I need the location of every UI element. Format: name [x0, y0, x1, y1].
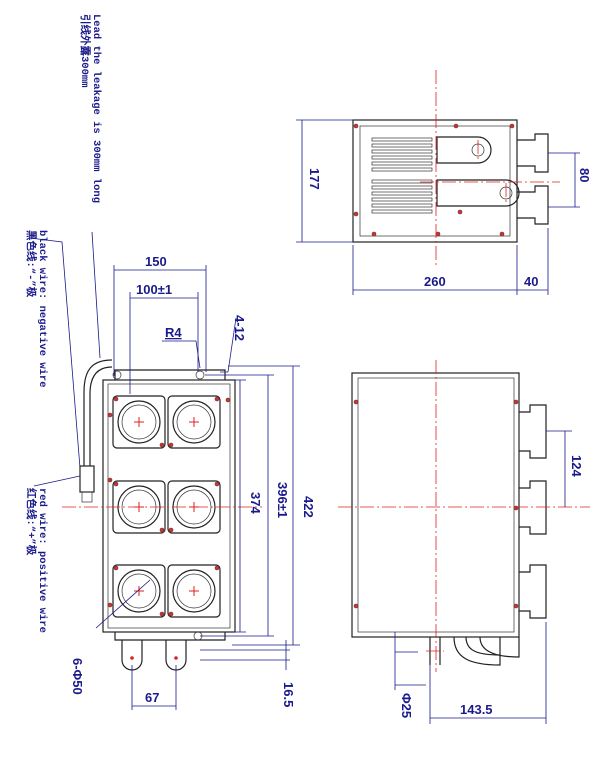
- port: [167, 564, 221, 618]
- dim-177-line: [296, 119, 353, 243]
- connector-tail: [81, 491, 93, 503]
- lead-note-en: Lead the leakage is 300mm long: [90, 14, 102, 203]
- dim-r4: R4: [165, 325, 182, 340]
- dim-67: 67: [145, 690, 159, 705]
- dim-124: 124: [569, 455, 584, 477]
- outlet-pipe: [517, 133, 549, 173]
- bolt: [225, 397, 231, 403]
- dim-260: 260: [424, 274, 446, 289]
- side-body: [351, 372, 520, 638]
- dim-100-line: [129, 292, 199, 394]
- wire-outer: [83, 359, 113, 466]
- terminal-post: [479, 636, 520, 658]
- dim-phi-25: Φ25: [399, 693, 414, 718]
- side-outlet: [519, 564, 547, 619]
- bolt: [107, 477, 113, 483]
- outlet-pipe: [517, 185, 549, 225]
- dim-143-5: 143.5: [460, 702, 493, 717]
- top-body: [352, 119, 518, 243]
- dim-4-12: 4-12: [232, 315, 247, 341]
- dim-374: 374: [248, 492, 263, 514]
- front-body: [102, 379, 236, 633]
- dim-80-line: [548, 152, 580, 208]
- port: [112, 395, 166, 449]
- tab-left-hole: [130, 656, 134, 660]
- red-wire-note: 红色线:“+”极 red wire: positive wire: [24, 488, 48, 633]
- lead-note-cn: 引线外露300mm: [78, 14, 92, 88]
- front-view: 150 100±1 R4 4-12 374 396±1 422 6-Φ50 67…: [62, 254, 316, 710]
- connector: [79, 465, 95, 493]
- lead-note: 引线外露300mm Lead the leakage is 300mm long: [78, 14, 102, 203]
- terminal-tab: [436, 136, 492, 164]
- front-body-inner: [107, 383, 231, 629]
- dim-67-line: [131, 665, 177, 710]
- top-view: 177 260 40 80: [296, 70, 592, 295]
- dim-374-line: [233, 379, 246, 633]
- bolt: [107, 412, 113, 418]
- wire-inner: [89, 366, 113, 466]
- dim-phi50-leader: [95, 579, 151, 629]
- dim-40: 40: [524, 274, 538, 289]
- dim-r4-leader: [162, 340, 201, 369]
- terminal-tab: [436, 179, 520, 207]
- port: [167, 395, 221, 449]
- tab-right-hole: [174, 656, 178, 660]
- red-wire-note-en: red wire: positive wire: [36, 488, 48, 633]
- side-outlet: [519, 480, 547, 535]
- dim-143-5-line: [429, 622, 547, 724]
- terminal-posts: [429, 636, 501, 666]
- port: [112, 564, 166, 618]
- black-leader: [29, 237, 81, 469]
- dim-16-5: 16.5: [281, 682, 296, 707]
- dim-150: 150: [145, 254, 167, 269]
- mount-hole: [112, 370, 122, 380]
- black-wire-note-cn: 黑色线:“-”极: [24, 230, 38, 298]
- dim-150-line: [113, 265, 207, 376]
- dim-177: 177: [307, 168, 322, 190]
- center-marks: [134, 417, 199, 596]
- dim-80: 80: [577, 168, 592, 182]
- black-wire-note: 黑色线:“-”极 black wire: negative wire: [24, 230, 48, 388]
- dim-396-line: [200, 374, 274, 637]
- side-view: 124 Φ25 143.5: [338, 360, 590, 724]
- dim-260-40-line: [352, 228, 549, 295]
- dim-6-phi-50: 6-Φ50: [70, 658, 85, 695]
- red-wire-note-cn: 红色线:“+”极: [24, 488, 38, 556]
- bolt: [107, 602, 113, 608]
- dim-422-line: [228, 365, 300, 646]
- side-outlet: [519, 404, 547, 459]
- dim-phi25-line: [394, 632, 426, 690]
- dim-422: 422: [301, 496, 316, 518]
- red-leader: [33, 475, 81, 487]
- lead-leader: [91, 231, 101, 359]
- dim-124-line: [546, 430, 572, 507]
- top-body-inner: [359, 125, 511, 237]
- dim-396: 396±1: [275, 482, 290, 518]
- vent-slots: [371, 137, 433, 214]
- dim-100: 100±1: [136, 282, 172, 297]
- black-wire-note-en: black wire: negative wire: [36, 230, 48, 388]
- dim-4-12-leader: [220, 317, 237, 373]
- dim-16-5-line: [200, 640, 290, 670]
- mount-hole: [195, 370, 205, 380]
